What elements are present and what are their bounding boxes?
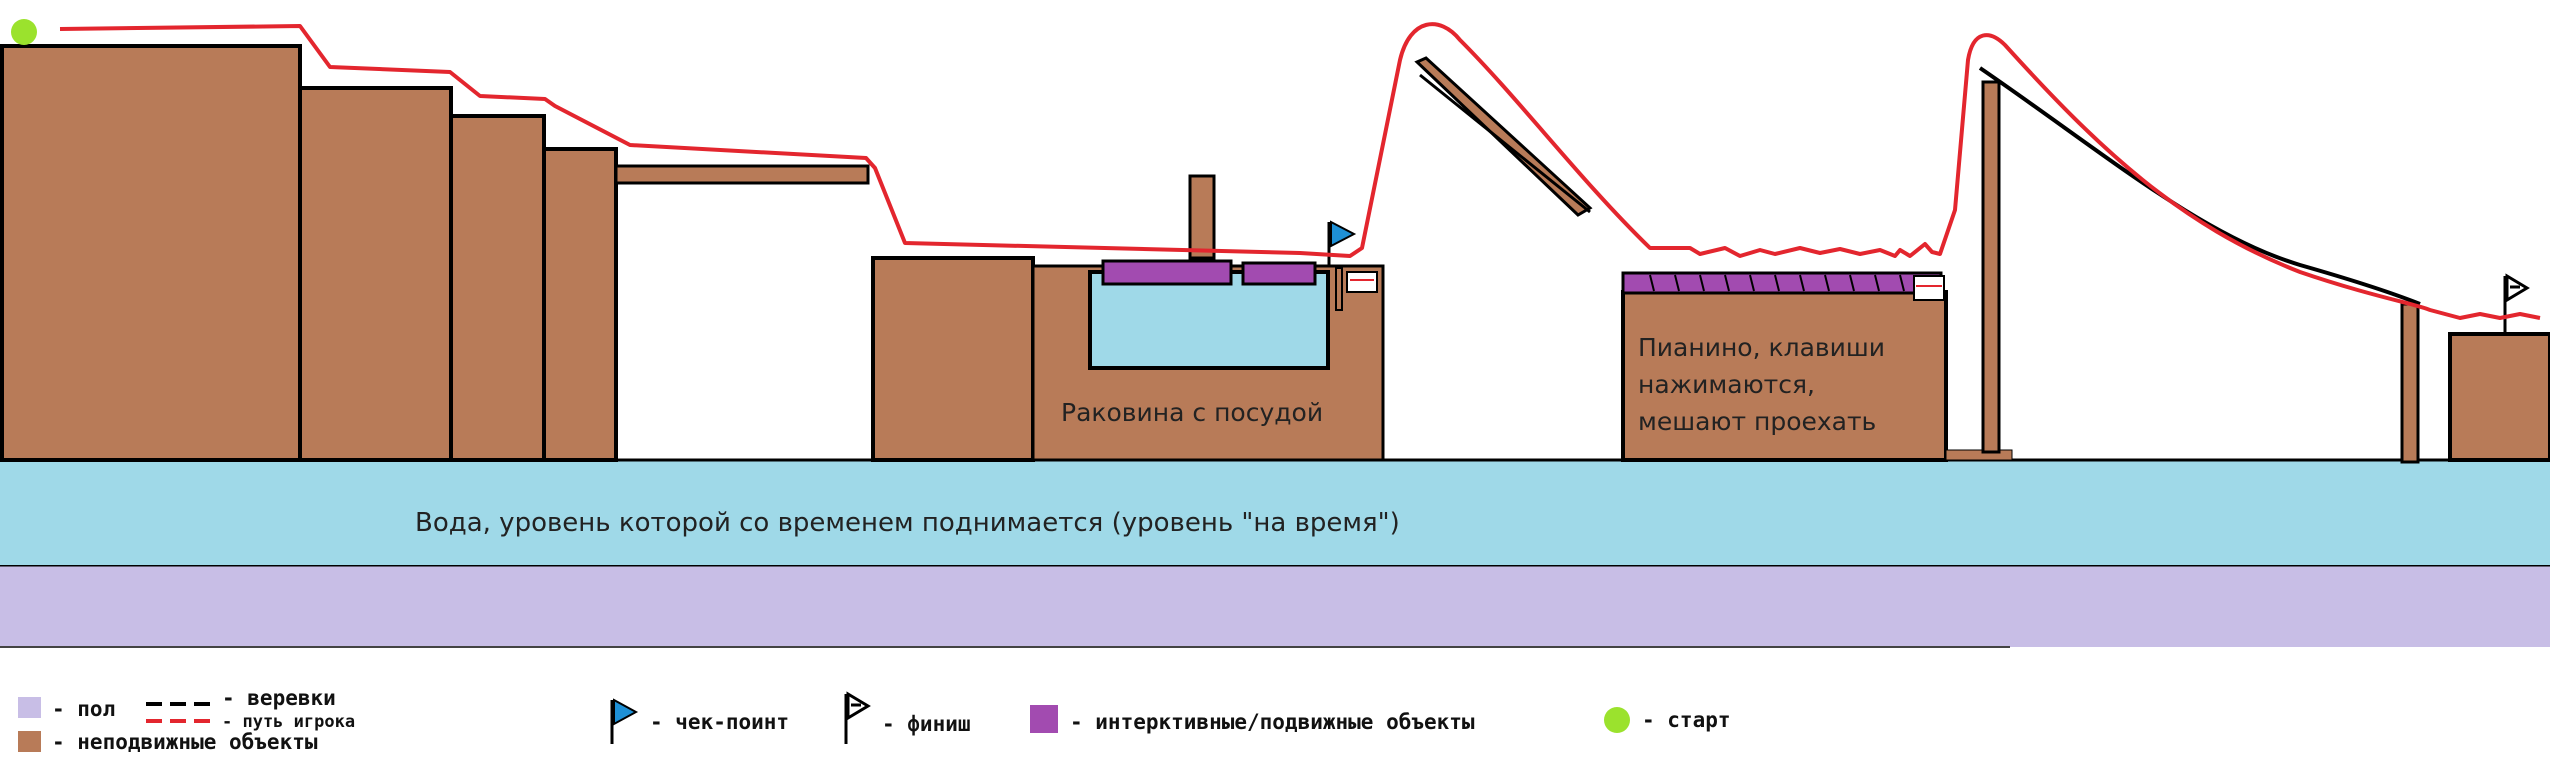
piano-label-line3: мешают проехать bbox=[1638, 407, 1876, 436]
static-block-1 bbox=[0, 44, 302, 462]
small-object-sink bbox=[1346, 271, 1378, 293]
piano-body bbox=[1621, 290, 1948, 462]
static-block-2 bbox=[298, 86, 453, 462]
sink-small-post bbox=[1335, 267, 1343, 311]
legend-interactive-swatch bbox=[1030, 705, 1058, 733]
legend-floor-label: - пол bbox=[52, 697, 115, 721]
rope bbox=[1978, 66, 2421, 306]
small-object-piano bbox=[1913, 275, 1945, 301]
legend: - пол - неподвижные объекты - веревки - … bbox=[18, 686, 1731, 754]
piano-keys[interactable] bbox=[1621, 271, 1943, 295]
legend-static-swatch bbox=[18, 731, 41, 752]
finish-flag-icon bbox=[2503, 273, 2530, 334]
legend-static-label: - неподвижные объекты bbox=[52, 730, 318, 754]
rope-pole-right bbox=[2400, 302, 2420, 464]
static-block-3 bbox=[449, 114, 546, 462]
rope-pole-left bbox=[1981, 80, 2001, 454]
legend-rope-label: - веревки bbox=[222, 686, 336, 710]
static-block-5 bbox=[871, 256, 1035, 462]
player-path bbox=[59, 22, 2541, 320]
static-plank bbox=[614, 164, 870, 185]
sink-label: Раковина с посудой bbox=[1061, 398, 1323, 427]
legend-path-label: - путь игрока bbox=[222, 712, 355, 732]
water bbox=[0, 460, 2550, 565]
legend-checkpoint-icon bbox=[610, 698, 639, 744]
tilted-board-top bbox=[1419, 73, 1591, 214]
legend-checkpoint-label: - чек-поинт bbox=[650, 710, 789, 734]
legend-finish-icon bbox=[844, 691, 871, 744]
legend-start-label: - старт bbox=[1642, 708, 1731, 732]
sink-basin bbox=[1088, 270, 1330, 370]
legend-floor-swatch bbox=[18, 697, 41, 718]
static-block-4 bbox=[542, 147, 618, 462]
floor bbox=[0, 565, 2550, 647]
water-label: Вода, уровень которой со временем подним… bbox=[415, 508, 1400, 538]
dish-1[interactable] bbox=[1101, 259, 1233, 286]
static-block-final bbox=[2448, 332, 2550, 462]
checkpoint-flag-icon bbox=[1327, 220, 1357, 266]
piano-label-line1: Пианино, клавиши bbox=[1638, 333, 1885, 362]
start-icon bbox=[11, 19, 37, 45]
dish-2[interactable] bbox=[1241, 261, 1317, 286]
piano-key-separators bbox=[1649, 274, 1905, 292]
legend-start-icon bbox=[1604, 707, 1630, 733]
piano-step bbox=[1945, 449, 2013, 461]
legend-finish-label: - финиш bbox=[882, 712, 971, 736]
faucet-post bbox=[1188, 174, 1216, 260]
legend-interactive-label: - интерктивные/подвижные объекты bbox=[1070, 710, 1475, 734]
piano-label-line2: нажимаются, bbox=[1638, 370, 1815, 399]
